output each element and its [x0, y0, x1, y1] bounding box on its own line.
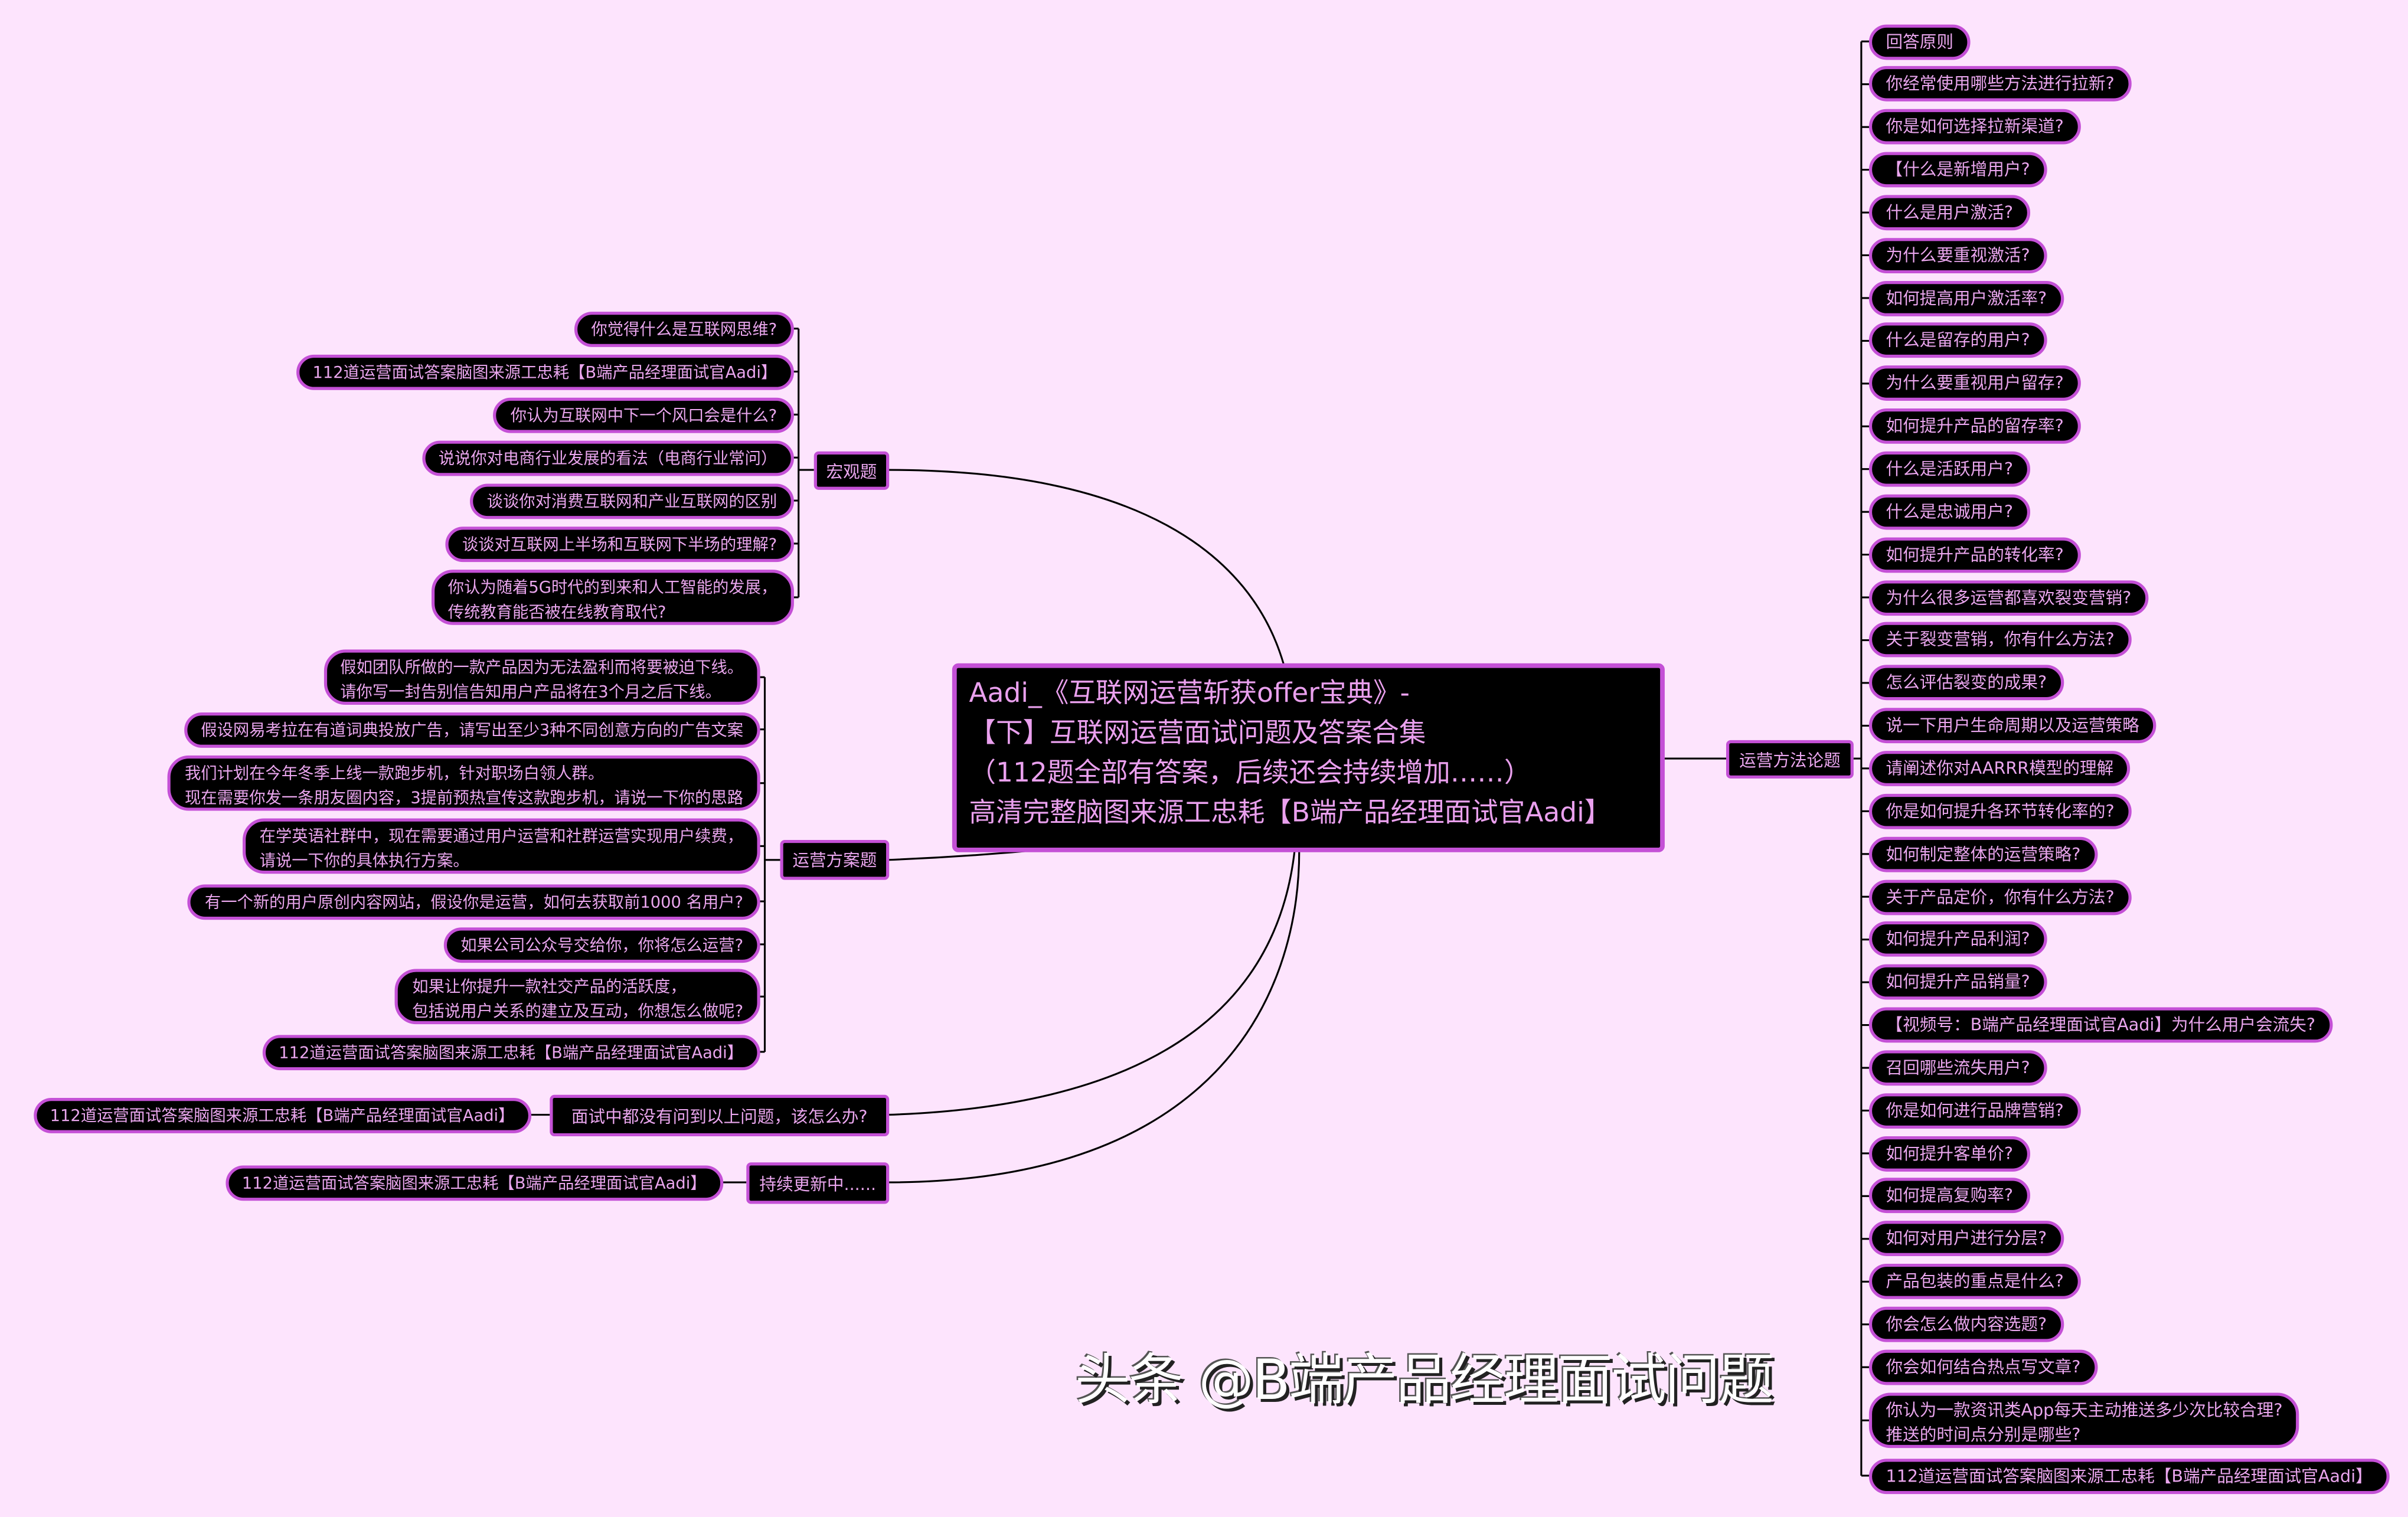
topic-node[interactable]: 怎么评估裂变的成果?	[1868, 665, 2064, 701]
topic-node[interactable]: 为什么很多运营都喜欢裂变营销?	[1868, 580, 2148, 615]
topic-node[interactable]: 如何提升产品销量?	[1868, 965, 2047, 1000]
root-topic[interactable]: Aadi_《互联网运营斩获offer宝典》- 【下】互联网运营面试问题及答案合集…	[952, 663, 1665, 852]
topic-node[interactable]: 什么是用户激活?	[1868, 195, 2030, 230]
topic-node[interactable]: 有一个新的用户原创内容网站，假设你是运营，如何去获取前1000 名用户?	[188, 884, 760, 919]
topic-node[interactable]: 你会怎么做内容选题?	[1868, 1306, 2064, 1342]
topic-node[interactable]: 你认为随着5G时代的到来和人工智能的发展， 传统教育能否被在线教育取代?	[431, 570, 794, 625]
root-title-line-4: 高清完整脑图来源工忠耗【B端产品经理面试官Aadi】	[969, 798, 1612, 829]
topic-node[interactable]: 谈谈你对消费互联网和产业互联网的区别	[470, 483, 794, 518]
topic-node[interactable]: 为什么要重视用户留存?	[1868, 365, 2081, 401]
topic-node[interactable]: 为什么要重视激活?	[1868, 237, 2047, 273]
topic-node[interactable]: 你是如何选择拉新渠道?	[1868, 109, 2081, 145]
topic-node[interactable]: 说一下用户生命周期以及运营策略	[1868, 708, 2157, 744]
branch-updating[interactable]: 持续更新中......	[746, 1162, 890, 1204]
topic-node[interactable]: 如何提升产品的留存率?	[1868, 408, 2081, 444]
topic-node[interactable]: 112道运营面试答案脑图来源工忠耗【B端产品经理面试官Aadi】	[33, 1097, 532, 1133]
root-title-line-2: 【下】互联网运营面试问题及答案合集	[969, 718, 1426, 750]
topic-node[interactable]: 你会如何结合热点写文章?	[1868, 1349, 2098, 1385]
topic-node[interactable]: 关于裂变营销，你有什么方法?	[1868, 622, 2132, 658]
root-title-line-1: Aadi_《互联网运营斩获offer宝典》-	[969, 678, 1410, 710]
topic-node[interactable]: 什么是忠诚用户?	[1868, 494, 2030, 530]
topic-node[interactable]: 你经常使用哪些方法进行拉新?	[1868, 66, 2132, 102]
topic-node[interactable]: 如果让你提升一款社交产品的活跃度， 包括说用户关系的建立及互动，你想怎么做呢?	[395, 969, 760, 1025]
topic-node[interactable]: 你认为一款资讯类App每天主动推送多少次比较合理? 推送的时间点分别是哪些?	[1868, 1392, 2300, 1449]
topic-node[interactable]: 我们计划在今年冬季上线一款跑步机，针对职场白领人群。 现在需要你发一条朋友圈内容…	[168, 755, 760, 811]
topic-node[interactable]: 112道运营面试答案脑图来源工忠耗【B端产品经理面试官Aadi】	[295, 354, 794, 390]
connector-root-updating	[887, 851, 1301, 1183]
topic-node[interactable]: 回答原则	[1868, 24, 1971, 60]
branch-unasked[interactable]: 面试中都没有问到以上问题，该怎么办?	[550, 1094, 890, 1137]
topic-node[interactable]: 如何提升产品的转化率?	[1868, 537, 2081, 573]
topic-node[interactable]: 如何对用户进行分层?	[1868, 1221, 2064, 1257]
topic-node[interactable]: 说说你对电商行业发展的看法（电商行业常问）	[422, 440, 794, 476]
connector-root-macro	[887, 469, 1285, 665]
topic-node[interactable]: 你是如何提升各环节转化率的?	[1868, 793, 2132, 829]
topic-node[interactable]: 如何制定整体的运营策略?	[1868, 836, 2098, 872]
topic-node[interactable]: 112道运营面试答案脑图来源工忠耗【B端产品经理面试官Aadi】	[262, 1034, 760, 1070]
topic-node[interactable]: 你是如何进行品牌营销?	[1868, 1093, 2081, 1129]
topic-node[interactable]: 什么是活跃用户?	[1868, 451, 2030, 487]
topic-node[interactable]: 关于产品定价，你有什么方法?	[1868, 879, 2132, 915]
branch-macro[interactable]: 宏观题	[813, 451, 890, 490]
topic-node[interactable]: 请阐述你对AARRR模型的理解	[1868, 750, 2131, 786]
topic-node[interactable]: 如何提升客单价?	[1868, 1135, 2030, 1171]
topic-node[interactable]: 如果公司公众号交给你，你将怎么运营?	[443, 926, 760, 962]
branch-methods[interactable]: 运营方法论题	[1726, 740, 1854, 779]
topic-node[interactable]: 谈谈对互联网上半场和互联网下半场的理解?	[445, 525, 794, 561]
root-title-line-3: （112题全部有答案，后续还会持续增加……）	[969, 758, 1531, 790]
topic-node[interactable]: 假如团队所做的一款产品因为无法盈利而将要被迫下线。 请你写一封告别信告知用户产品…	[323, 649, 760, 705]
watermark: 头条 @B端产品经理面试问题	[1074, 1349, 1774, 1413]
topic-node[interactable]: 112道运营面试答案脑图来源工忠耗【B端产品经理面试官Aadi】	[225, 1165, 724, 1200]
topic-node[interactable]: 产品包装的重点是什么?	[1868, 1264, 2081, 1300]
topic-node[interactable]: 【什么是新增用户?	[1868, 152, 2047, 188]
branch-plan[interactable]: 运营方案题	[780, 839, 890, 880]
connector-root-unasked	[887, 850, 1296, 1116]
topic-node[interactable]: 召回哪些流失用户?	[1868, 1050, 2047, 1086]
topic-node[interactable]: 什么是留存的用户?	[1868, 323, 2047, 359]
topic-node[interactable]: 如何提高复购率?	[1868, 1178, 2030, 1214]
topic-node[interactable]: 如何提高用户激活率?	[1868, 280, 2064, 316]
topic-node[interactable]: 112道运营面试答案脑图来源工忠耗【B端产品经理面试官Aadi】	[1868, 1458, 2390, 1493]
topic-node[interactable]: 在学英语社群中，现在需要通过用户运营和社群运营实现用户续费， 请说一下你的具体执…	[243, 818, 760, 874]
topic-node[interactable]: 如何提升产品利润?	[1868, 921, 2047, 957]
topic-node[interactable]: 假设网易考拉在有道词典投放广告，请写出至少3种不同创意方向的广告文案	[184, 711, 760, 747]
topic-node[interactable]: 【视频号：B端产品经理面试官Aadi】为什么用户会流失?	[1868, 1007, 2332, 1043]
topic-node[interactable]: 你觉得什么是互联网思维?	[574, 310, 794, 346]
topic-node[interactable]: 你认为互联网中下一个风口会是什么?	[494, 397, 794, 433]
